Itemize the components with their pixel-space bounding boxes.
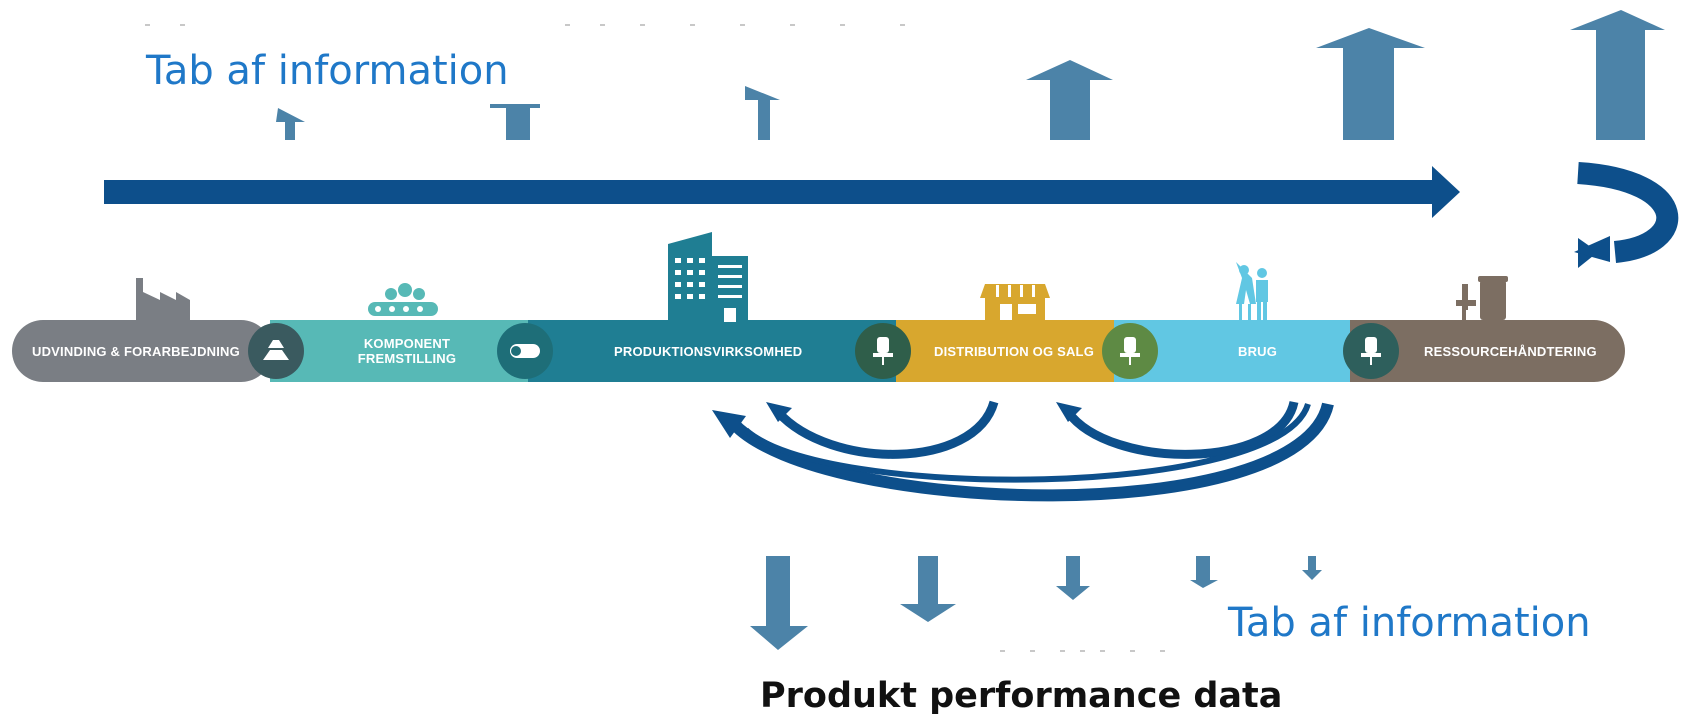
building-icon [668, 232, 748, 322]
stage-label-distribution: DISTRIBUTION OG SALG [934, 344, 1094, 359]
info-loss-down-arrows [750, 556, 1322, 650]
stage-label-extraction: UDVINDING & FORARBEJDNING [32, 344, 240, 359]
factory-icon [136, 278, 190, 320]
feedback-arrowheads [712, 402, 1082, 438]
up-arrow-6 [1570, 10, 1665, 140]
down-arrow-5 [1302, 556, 1322, 580]
faint-top-marks [145, 24, 905, 26]
product-performance-title: Produkt performance data [760, 676, 1283, 716]
bottom-info-loss-label: Tab af information [1228, 600, 1591, 646]
stage-nodes [248, 323, 1399, 379]
up-arrow-3 [745, 86, 780, 140]
conveyor-icon [368, 283, 438, 316]
down-arrow-1 [750, 556, 808, 650]
stage-label-resource: RESSOURCEHÅNDTERING [1424, 344, 1597, 359]
down-arrow-3 [1056, 556, 1090, 600]
up-arrow-5 [1316, 28, 1425, 140]
up-arrow-2 [490, 104, 540, 140]
store-icon [980, 284, 1050, 320]
stage-label-component: KOMPONENT FREMSTILLING [352, 336, 462, 366]
main-flow-arrow [104, 166, 1460, 218]
feedback-arrow-inner-left [774, 400, 999, 459]
faint-bottom-marks [1000, 650, 1165, 652]
info-loss-up-arrows [276, 10, 1665, 140]
return-loop-arrow [1574, 162, 1679, 268]
recycle-bin-icon [1456, 276, 1508, 320]
stage-label-component-line1: KOMPONENT [363, 336, 451, 351]
down-arrow-4 [1190, 556, 1218, 588]
stage-label-manufacturing: PRODUKTIONSVIRKSOMHED [614, 344, 803, 359]
feedback-arrow-inner-right [1064, 400, 1299, 459]
stage-label-component-line2: FREMSTILLING [357, 351, 457, 366]
feedback-arrows [729, 400, 1334, 502]
up-arrow-4 [1026, 60, 1113, 140]
people-icon [1236, 262, 1268, 320]
feedback-arrow-outer [729, 402, 1334, 502]
down-arrow-2 [900, 556, 956, 622]
up-arrow-1 [276, 108, 305, 140]
top-info-loss-label: Tab af information [146, 48, 509, 94]
stage-label-use: BRUG [1238, 344, 1278, 359]
